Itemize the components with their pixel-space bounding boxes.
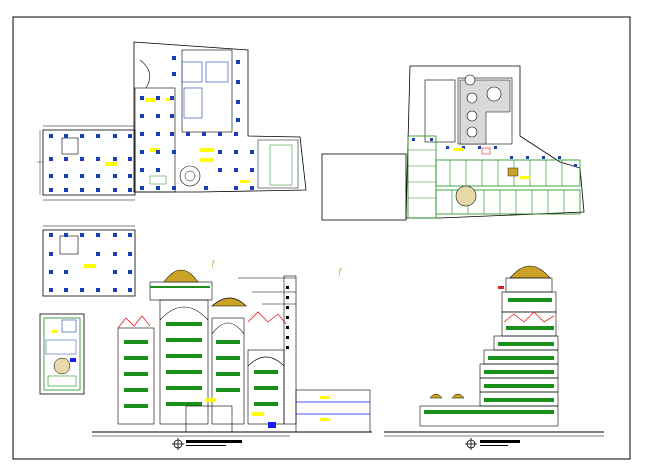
front-elevation-planting bbox=[124, 286, 278, 408]
title-mark-front bbox=[172, 438, 242, 450]
roof-plan-small bbox=[42, 225, 136, 297]
level-mark-side: ƒ bbox=[338, 267, 342, 276]
side-elevation-planting bbox=[424, 298, 554, 414]
level-mark-front: ƒ bbox=[211, 259, 215, 268]
site-detail-plan bbox=[39, 313, 85, 395]
ground-floor-plan bbox=[37, 41, 307, 201]
front-elevation: ƒ bbox=[92, 259, 372, 437]
ground-plan-columns bbox=[49, 56, 254, 192]
side-elevation: ƒ bbox=[338, 265, 604, 437]
sheet-border bbox=[12, 16, 631, 460]
title-mark-side bbox=[465, 438, 520, 450]
upper-floor-plan bbox=[321, 65, 585, 221]
